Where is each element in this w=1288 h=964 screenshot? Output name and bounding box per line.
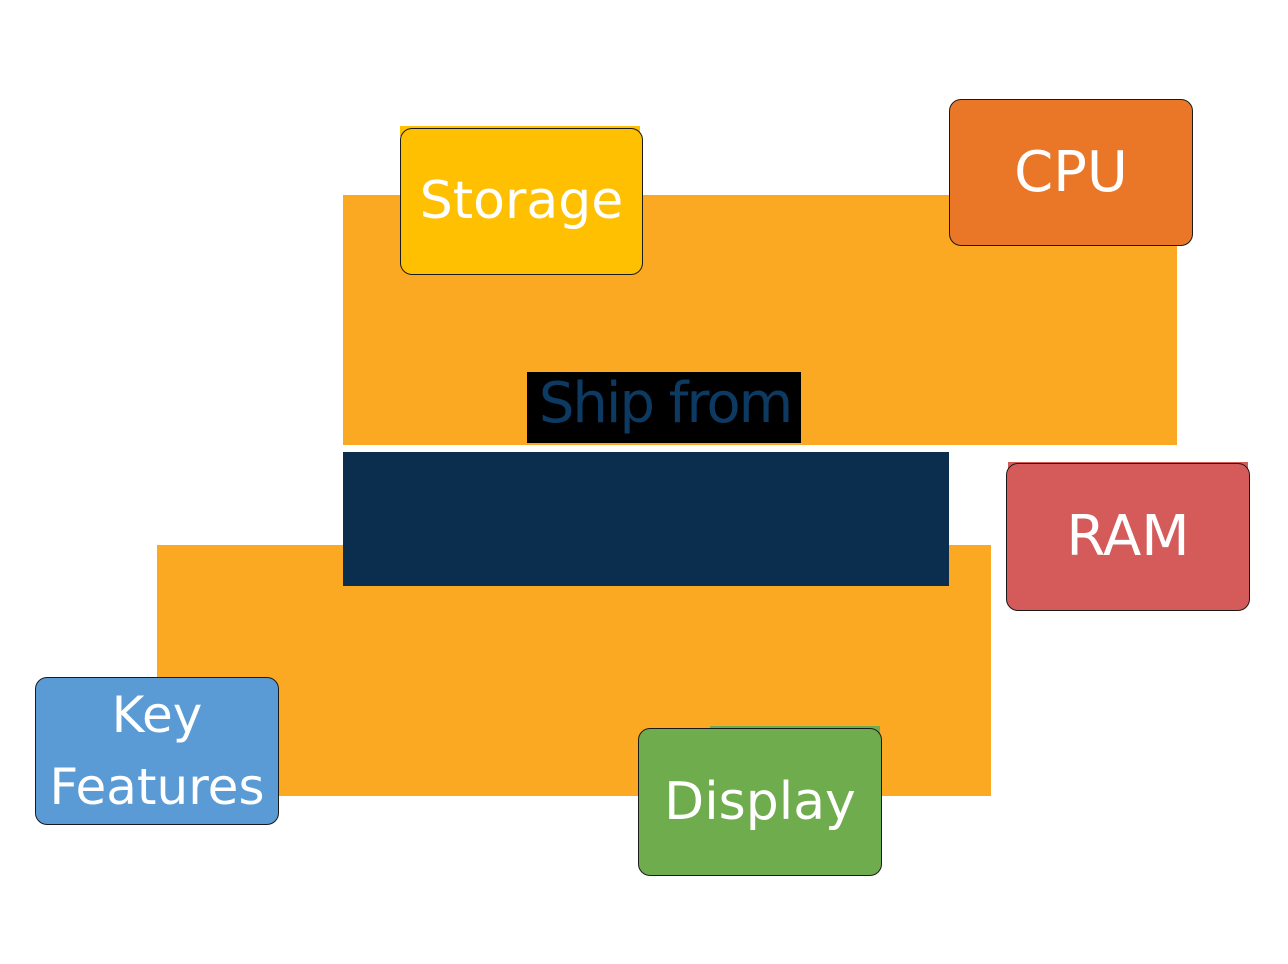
key-features-label-line2: Features xyxy=(49,758,265,816)
display-node: Display xyxy=(638,728,882,876)
center-navy-band xyxy=(343,452,949,586)
key-features-label-line1: Key xyxy=(111,685,203,744)
display-label: Display xyxy=(664,771,856,832)
ram-node: RAM xyxy=(1006,463,1250,611)
title-highlight xyxy=(527,372,801,443)
cpu-node: CPU xyxy=(949,99,1193,246)
cpu-label: CPU xyxy=(1014,139,1128,205)
storage-node: Storage xyxy=(400,128,643,275)
ram-label: RAM xyxy=(1066,504,1190,570)
diagram-title: Ship from xyxy=(538,371,793,436)
storage-label: Storage xyxy=(419,171,624,232)
key-features-node: Key Features xyxy=(35,677,279,825)
